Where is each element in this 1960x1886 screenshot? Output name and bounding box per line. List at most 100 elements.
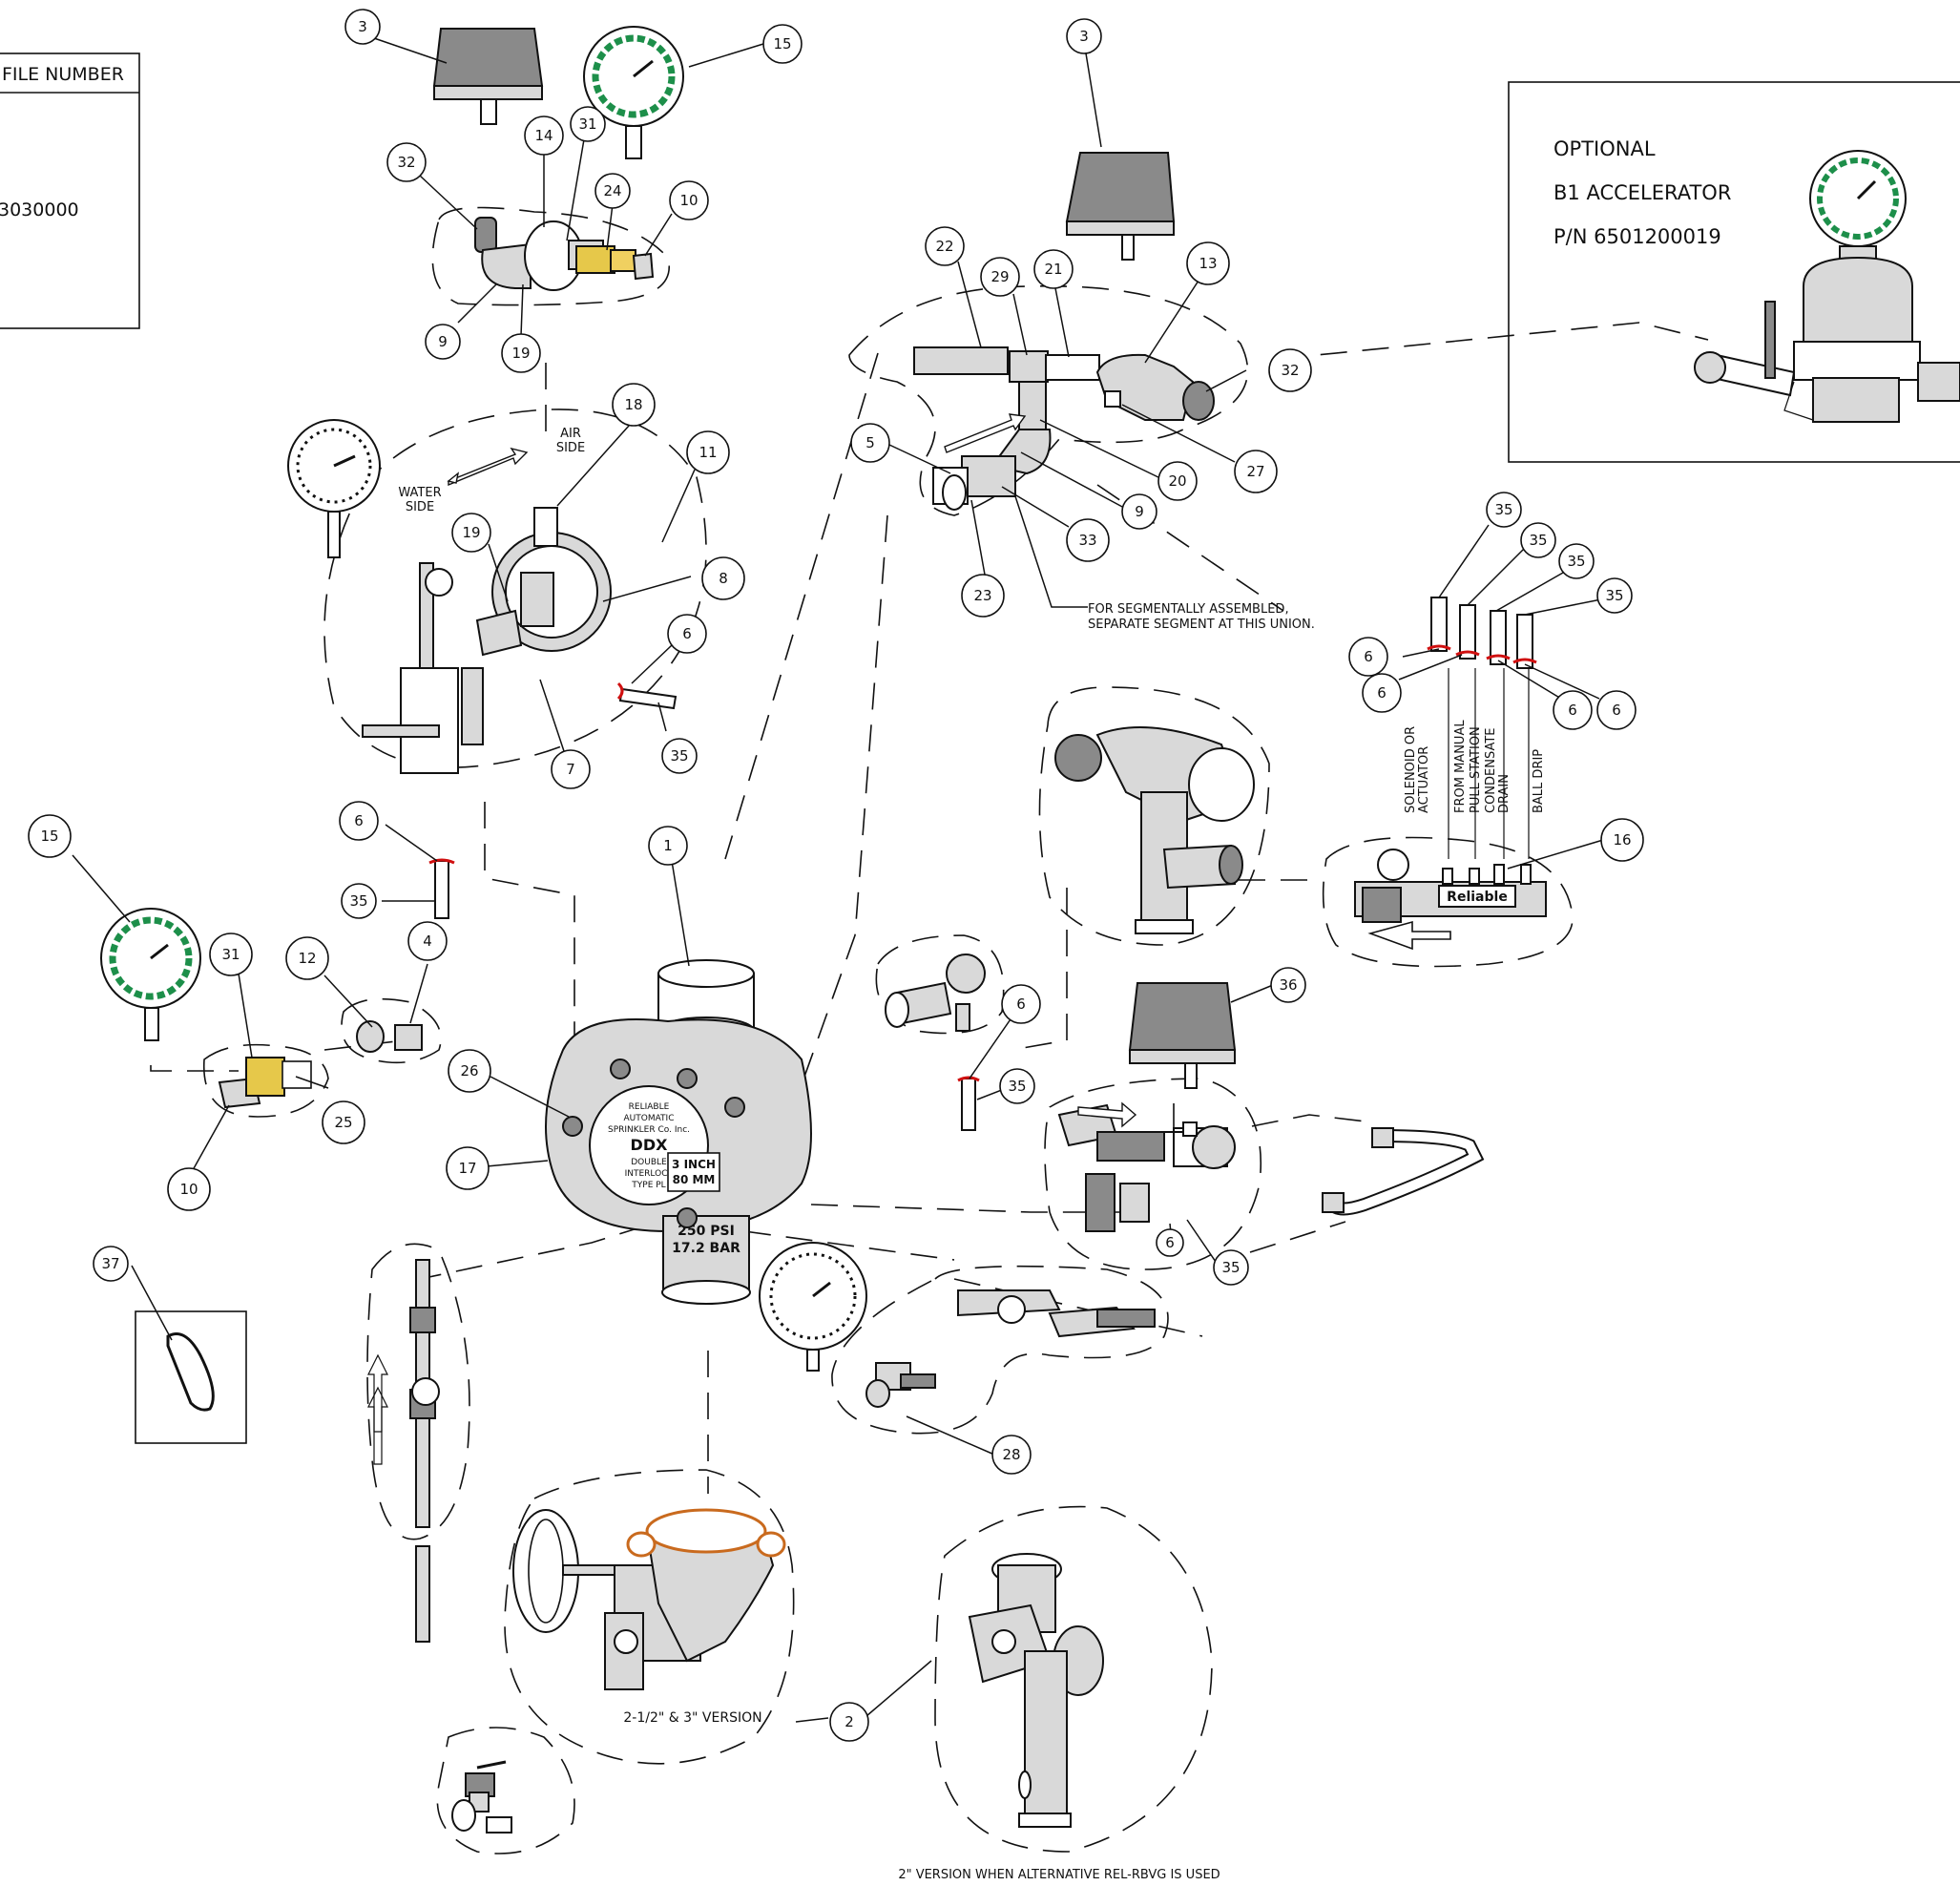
pressure-switch-36: [1128, 982, 1237, 1089]
svg-text:10: 10: [179, 1181, 198, 1198]
manifold-port-labels: SOLENOID OR ACTUATOR FROM MANUAL PULL ST…: [1404, 668, 1546, 859]
svg-text:6: 6: [1568, 702, 1577, 719]
balloon-35-mid: 35: [999, 1068, 1035, 1104]
flexible-hose: [1322, 1127, 1485, 1216]
svg-text:9: 9: [438, 333, 448, 350]
manual-label-2: PULL STATION: [1469, 726, 1483, 813]
balloon-15-left: 15: [28, 814, 72, 858]
balloon-9-mid: 9: [1121, 493, 1157, 530]
balloon-36: 36: [1270, 967, 1306, 1003]
balloon-6-r3: 6: [1553, 690, 1593, 730]
svg-text:6: 6: [1016, 995, 1026, 1013]
svg-text:35: 35: [1494, 501, 1512, 518]
svg-text:8: 8: [719, 570, 728, 587]
ball-drip-label: BALL DRIP: [1532, 749, 1546, 813]
balloon-3-top: 3: [344, 9, 381, 45]
svg-text:12: 12: [298, 950, 316, 967]
balloon-21: 21: [1033, 249, 1074, 289]
water-side-label-2: SIDE: [406, 500, 434, 514]
svg-text:35: 35: [1008, 1078, 1026, 1095]
flow-indicators: WATER SIDE AIR SIDE: [398, 413, 1137, 1128]
svg-text:6: 6: [1364, 648, 1373, 665]
balloon-1: 1: [648, 826, 688, 866]
leader-lines: [72, 37, 1604, 1723]
svg-text:1: 1: [663, 837, 673, 854]
balloon-18: 18: [612, 383, 656, 427]
balloon-4: 4: [407, 921, 448, 961]
air-tee-assembly: [913, 346, 1215, 511]
svg-text:35: 35: [1221, 1259, 1240, 1276]
air-side-label-1: AIR: [560, 427, 581, 441]
main-drain-ball-valve: [865, 1289, 1156, 1408]
accelerator-label: B1 ACCELERATOR: [1553, 181, 1731, 204]
balloon-15-top: 15: [762, 24, 803, 64]
svg-text:29: 29: [990, 268, 1009, 285]
balloon-3-mid: 3: [1066, 18, 1102, 54]
svg-text:10: 10: [679, 192, 698, 209]
balloon-22: 22: [925, 226, 965, 266]
file-number-value: 3030000: [0, 199, 79, 220]
svg-text:2: 2: [844, 1713, 854, 1730]
svg-text:3: 3: [358, 18, 367, 35]
tube-35-left: [428, 858, 455, 919]
svg-text:15: 15: [773, 35, 791, 52]
valve-badge-line3: SPRINKLER Co. Inc.: [608, 1125, 690, 1135]
solenoid-label-2: ACTUATOR: [1417, 746, 1431, 813]
balloon-23: 23: [961, 574, 1005, 618]
balloon-11: 11: [686, 430, 730, 474]
balloon-24: 24: [594, 173, 631, 209]
svg-text:28: 28: [1002, 1446, 1020, 1463]
trim-fittings-top: [474, 217, 655, 291]
svg-text:17: 17: [458, 1160, 476, 1177]
svg-text:36: 36: [1279, 976, 1297, 994]
balloon-31-left: 31: [209, 933, 253, 976]
balloon-2: 2: [829, 1702, 869, 1742]
svg-text:19: 19: [462, 524, 480, 541]
balloon-20: 20: [1157, 461, 1198, 501]
balloon-19-top: 19: [501, 333, 541, 373]
balloon-12: 12: [285, 936, 329, 980]
svg-text:6: 6: [1377, 684, 1387, 702]
pressure-gauge-left: [100, 908, 201, 1041]
svg-text:4: 4: [423, 933, 432, 950]
svg-text:19: 19: [511, 345, 530, 362]
svg-text:25: 25: [334, 1114, 352, 1131]
svg-text:35: 35: [349, 892, 367, 910]
valve-pressure-psi: 250 PSI: [678, 1224, 735, 1239]
svg-text:20: 20: [1168, 472, 1186, 490]
balloon-7: 7: [551, 749, 591, 789]
valve-size-mm: 80 MM: [673, 1173, 716, 1186]
balloon-6-solenoid: 6: [1156, 1228, 1184, 1257]
valve-badge-line4: DDX: [631, 1136, 669, 1154]
manifold-block: Reliable: [1354, 849, 1547, 951]
valve-badge-line5: DOUBLE: [631, 1158, 667, 1167]
balloon-35-left: 35: [341, 883, 377, 919]
solenoid-trim-assembly: [1057, 1103, 1236, 1232]
tube-35-mid: [957, 1076, 980, 1131]
pressure-switch-top: [432, 28, 544, 125]
tubing-set-right: [1427, 597, 1537, 669]
fittings-12-4: [356, 1020, 423, 1053]
title-block: FILE NUMBER 3030000: [0, 52, 140, 329]
svg-text:13: 13: [1199, 255, 1217, 272]
svg-text:35: 35: [670, 747, 688, 765]
balloon-6-r4: 6: [1596, 690, 1637, 730]
notes: FOR SEGMENTALLY ASSEMBLED, SEPARATE SEGM…: [898, 495, 1315, 1882]
balloon-33: 33: [1066, 518, 1110, 562]
balloon-13: 13: [1186, 241, 1230, 285]
balloon-16: 16: [1600, 818, 1644, 862]
gauge-valve-mid: [885, 953, 986, 1032]
solenoid-fittings-left: [218, 1057, 312, 1109]
pressure-gauge-top: [583, 26, 684, 159]
svg-text:27: 27: [1246, 463, 1264, 480]
svg-text:16: 16: [1613, 831, 1631, 849]
valve-badge-line2: AUTOMATIC: [624, 1114, 675, 1123]
svg-text:31: 31: [221, 946, 240, 963]
condensate-label-2: DRAIN: [1497, 774, 1512, 813]
svg-text:14: 14: [534, 127, 553, 144]
balloon-35-r4: 35: [1596, 577, 1633, 614]
version-3in-label: 2-1/2" & 3" VERSION: [623, 1710, 761, 1726]
valve-pressure-bar: 17.2 BAR: [672, 1241, 740, 1256]
svg-text:33: 33: [1078, 532, 1096, 549]
